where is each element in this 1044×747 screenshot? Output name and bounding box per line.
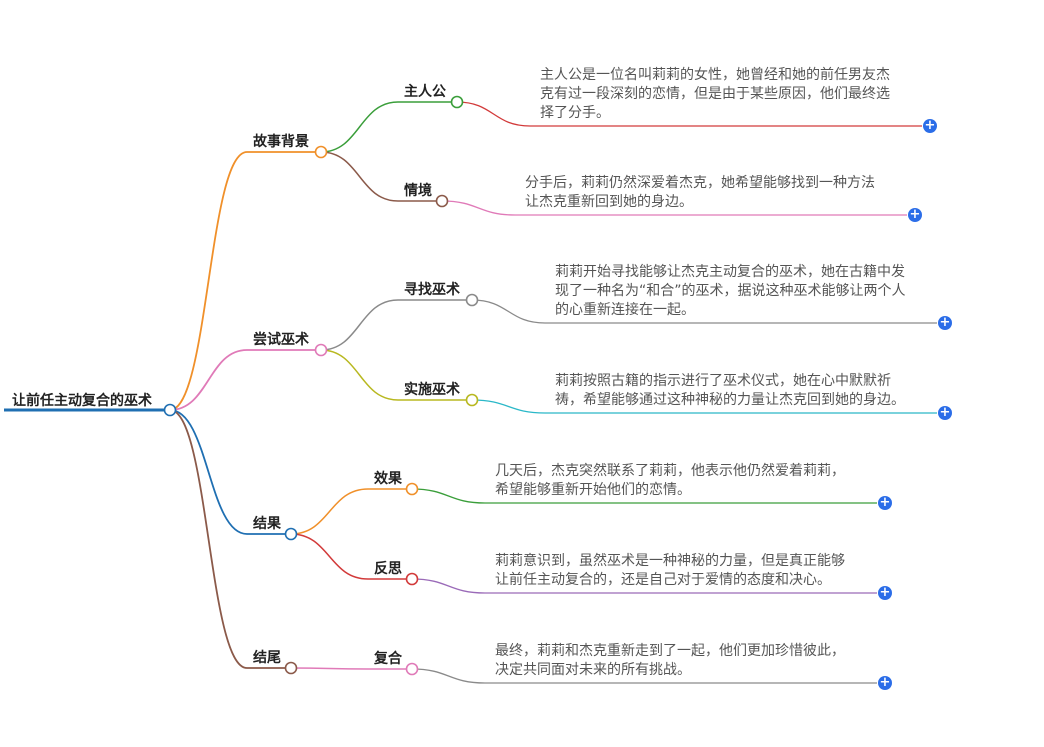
leaf-connector	[411, 668, 486, 684]
expand-plus-icon[interactable]: +	[878, 675, 892, 690]
branch-node	[284, 661, 298, 675]
leaf-connector	[471, 399, 546, 414]
leaf-text-line: 主人公是一位名叫莉莉的女性，她曾经和她的前任男友杰	[540, 67, 890, 83]
leaf-text-line: 克有过一段深刻的恋情，但是由于某些原因，他们最终选	[540, 86, 890, 102]
leaf-connector	[471, 299, 546, 324]
expand-plus-icon[interactable]: +	[938, 315, 952, 330]
root-topic: 让前任主动复合的巫术	[12, 393, 152, 409]
subtopic-connector	[290, 488, 369, 535]
subtopic-connector	[320, 299, 399, 351]
branch-node	[284, 527, 298, 541]
leaf-text-line: 祷，希望能够通过这种神秘的力量让杰克回到她的身边。	[555, 392, 905, 408]
leaf-text-line: 分手后，莉莉仍然深爱着杰克，她希望能够找到一种方法	[525, 175, 875, 191]
branch-node	[314, 343, 328, 357]
subtopic-node	[405, 662, 419, 676]
leaf-connector	[441, 200, 516, 216]
expand-plus-icon[interactable]: +	[923, 118, 937, 133]
branch-topic-3: 结果	[253, 516, 281, 532]
leaf-connector	[456, 101, 531, 127]
branch-topic-1: 故事背景	[253, 134, 309, 150]
subtopic-connector	[320, 151, 399, 202]
branch-connector	[169, 409, 248, 535]
leaf-connector	[411, 578, 486, 594]
leaf-text-line: 现了一种名为“和合”的巫术，据说这种巫术能够让两个人	[555, 283, 906, 299]
subtopic-node	[465, 293, 479, 307]
branch-node	[314, 145, 328, 159]
subtopic-2-1: 寻找巫术	[404, 282, 460, 298]
leaf-text-line: 择了分手。	[540, 105, 610, 121]
subtopic-3-1: 效果	[374, 471, 402, 487]
subtopic-node	[450, 95, 464, 109]
branch-topic-4: 结尾	[253, 650, 281, 666]
branch-connector	[169, 409, 248, 669]
expand-plus-icon[interactable]: +	[878, 495, 892, 510]
leaf-text-line: 的心重新连接在一起。	[555, 302, 695, 318]
leaf-text-line: 几天后，杰克突然联系了莉莉，他表示他仍然爱着莉莉，	[495, 463, 845, 479]
subtopic-3-2: 反思	[374, 561, 402, 577]
subtopic-node	[435, 194, 449, 208]
subtopic-node	[465, 393, 479, 407]
branch-connector	[169, 151, 248, 411]
subtopic-connector	[320, 101, 399, 153]
leaf-text-line: 让杰克重新回到她的身边。	[525, 194, 693, 210]
subtopic-connector	[290, 533, 369, 580]
subtopic-4-1: 复合	[374, 651, 402, 667]
subtopic-1-1: 主人公	[404, 84, 446, 100]
subtopic-connector	[320, 349, 399, 401]
expand-plus-icon[interactable]: +	[938, 405, 952, 420]
expand-plus-icon[interactable]: +	[908, 207, 922, 222]
subtopic-node	[405, 572, 419, 586]
leaf-text-line: 决定共同面对未来的所有挑战。	[495, 662, 691, 678]
branch-topic-2: 尝试巫术	[253, 332, 309, 348]
leaf-text-line: 让前任主动复合的，还是自己对于爱情的态度和决心。	[495, 572, 831, 588]
subtopic-1-2: 情境	[404, 183, 432, 199]
leaf-text-line: 希望能够重新开始他们的恋情。	[495, 482, 691, 498]
subtopic-node	[405, 482, 419, 496]
root-node	[163, 403, 177, 417]
leaf-connector	[411, 488, 486, 504]
subtopic-2-2: 实施巫术	[404, 382, 460, 398]
branch-connector	[169, 349, 248, 411]
leaf-text-line: 莉莉意识到，虽然巫术是一种神秘的力量，但是真正能够	[495, 553, 845, 569]
leaf-text-line: 莉莉开始寻找能够让杰克主动复合的巫术，她在古籍中发	[555, 264, 905, 280]
leaf-text-line: 最终，莉莉和杰克重新走到了一起，他们更加珍惜彼此，	[495, 643, 845, 659]
subtopic-connector	[290, 667, 369, 670]
leaf-text-line: 莉莉按照古籍的指示进行了巫术仪式，她在心中默默祈	[555, 373, 891, 389]
expand-plus-icon[interactable]: +	[878, 585, 892, 600]
